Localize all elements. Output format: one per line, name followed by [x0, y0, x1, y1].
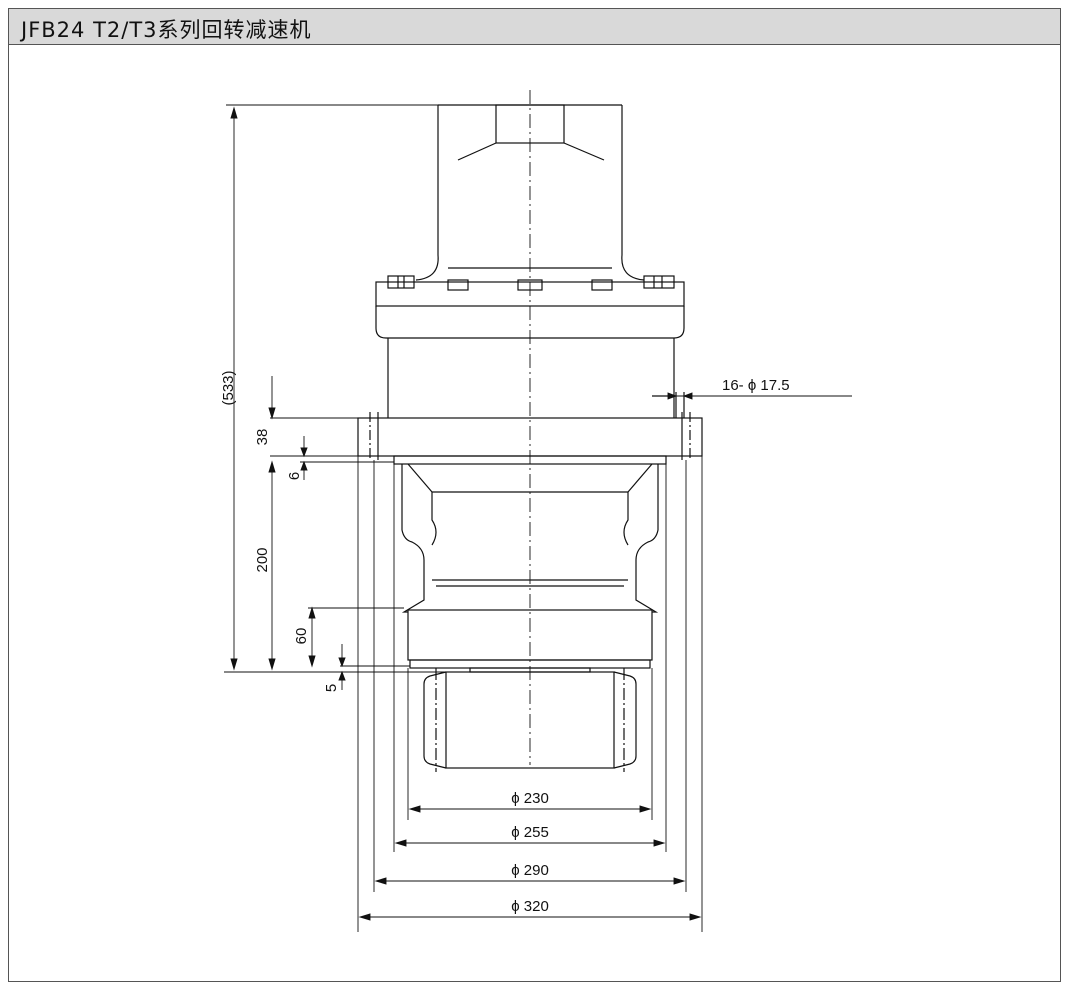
diameter-dimensions: [357, 456, 703, 932]
motor-body: [415, 104, 645, 281]
label-body-height: 200: [254, 547, 271, 572]
mounting-flange: [357, 392, 703, 465]
label-dia-320: ϕ 320: [511, 898, 549, 915]
dimension-lines-left: [224, 104, 470, 690]
label-bolt-holes: 16- ϕ 17.5: [722, 377, 790, 394]
bolt-hole-leader: [654, 392, 852, 400]
title-bar: JFB24 T2/T3系列回转减速机: [9, 9, 1060, 45]
label-flange-height: 38: [254, 429, 271, 446]
motor-flange: [375, 275, 685, 339]
page-title: JFB24 T2/T3系列回转减速机: [21, 18, 312, 42]
label-dia-255: ϕ 255: [511, 824, 549, 841]
label-pinion-offset: 5: [323, 684, 340, 692]
gearbox-housing: [387, 338, 675, 418]
label-overall-height: (533): [220, 370, 237, 405]
drawing-frame: JFB24 T2/T3系列回转减速机: [8, 8, 1061, 982]
label-base-height: 60: [293, 628, 310, 645]
label-step: 6: [286, 472, 303, 480]
label-dia-230: ϕ 230: [511, 790, 549, 807]
label-dia-290: ϕ 290: [511, 862, 549, 879]
pinion-gear: [423, 668, 637, 772]
lower-body: [401, 463, 659, 673]
